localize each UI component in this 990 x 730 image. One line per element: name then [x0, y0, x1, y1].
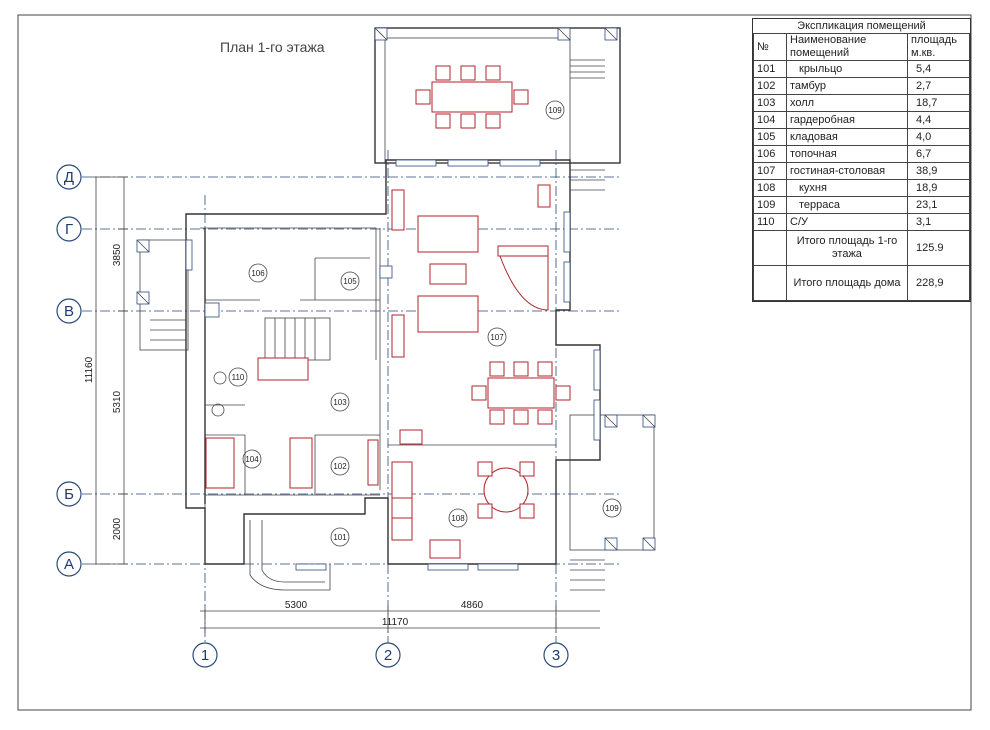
row-num: 109	[753, 196, 787, 214]
row-name: гостиная-столовая	[786, 162, 908, 180]
row-num: 104	[753, 111, 787, 129]
room-label-107: 107	[490, 333, 504, 342]
schedule-title: Экспликация помещений	[753, 19, 970, 34]
room-label-110: 110	[232, 373, 245, 382]
row-area: 6,7	[907, 145, 970, 163]
header-name: Наименование помещений	[786, 33, 908, 61]
room-label-109-top: 109	[548, 106, 562, 115]
dim-left-seg-2: 5310	[112, 390, 123, 413]
total-area: 228,9	[907, 265, 970, 301]
room-label-101: 101	[333, 533, 347, 542]
header-area: площадь м.кв.	[907, 33, 970, 61]
room-label-109-right: 109	[605, 504, 619, 513]
row-num: 102	[753, 77, 787, 95]
room-label-103: 103	[333, 398, 347, 407]
row-name: терраса	[786, 196, 908, 214]
axis-markers-vertical: 1 2 3	[192, 642, 569, 668]
row-num: 110	[753, 213, 787, 231]
dim-left-seg-1: 3850	[112, 243, 123, 266]
row-name: С/У	[786, 213, 908, 231]
room-label-104: 104	[245, 455, 259, 464]
row-name: кладовая	[786, 128, 908, 146]
room-label-106: 106	[251, 269, 265, 278]
header-num: №	[753, 33, 787, 61]
left-dimension-lines: 3850 5310 2000 11160	[84, 176, 128, 565]
dim-bottom-seg-2: 4860	[461, 600, 484, 611]
row-area: 2,7	[907, 77, 970, 95]
axis-markers-horizontal: Д Г В Б А	[56, 164, 82, 577]
room-schedule-table: Экспликация помещений № Наименование пом…	[752, 18, 971, 302]
row-area: 18,9	[907, 179, 970, 197]
axis-label-g: Г	[65, 221, 73, 238]
row-area: 4,4	[907, 111, 970, 129]
row-area: 3,1	[907, 213, 970, 231]
row-name: холл	[786, 94, 908, 112]
room-label-102: 102	[333, 462, 347, 471]
top-terrace	[374, 27, 621, 164]
axis-label-v: В	[64, 303, 74, 320]
dim-bottom-total: 11170	[382, 617, 409, 628]
row-num: 108	[753, 179, 787, 197]
sheet-frame	[17, 14, 972, 711]
row-num: 103	[753, 94, 787, 112]
row-area: 18,7	[907, 94, 970, 112]
row-name: топочная	[786, 145, 908, 163]
row-name: крыльцо	[786, 60, 908, 78]
dim-left-total: 11160	[84, 356, 95, 383]
row-num: 101	[753, 60, 787, 78]
axis-label-3: 3	[552, 647, 560, 664]
dim-left-seg-3: 2000	[112, 517, 123, 540]
total-name: Итого площадь 1-го этажа	[786, 230, 908, 266]
room-label-105: 105	[343, 277, 357, 286]
furniture	[205, 184, 571, 559]
dim-bottom-seg-1: 5300	[285, 600, 308, 611]
total-area: 125.9	[907, 230, 970, 266]
total-name: Итого площадь дома	[786, 265, 908, 301]
row-name: тамбур	[786, 77, 908, 95]
row-num: 107	[753, 162, 787, 180]
row-num: 105	[753, 128, 787, 146]
axis-label-b: Б	[64, 486, 74, 503]
axis-label-a: А	[64, 556, 74, 573]
row-area: 5,4	[907, 60, 970, 78]
row-area: 4,0	[907, 128, 970, 146]
room-numbers: 101 102 103 104 105 106 107 108 109 109 …	[228, 100, 622, 547]
axis-label-1: 1	[201, 647, 209, 664]
axis-label-d: Д	[64, 169, 74, 186]
plan-title: План 1-го этажа	[220, 39, 325, 55]
row-area: 38,9	[907, 162, 970, 180]
row-num: 106	[753, 145, 787, 163]
room-label-108: 108	[451, 514, 465, 523]
building-walls	[136, 159, 656, 591]
bottom-dimension-lines: 5300 4860 11170	[200, 600, 600, 633]
axis-label-2: 2	[384, 647, 392, 664]
row-name: гардеробная	[786, 111, 908, 129]
row-name: кухня	[786, 179, 908, 197]
row-area: 23,1	[907, 196, 970, 214]
